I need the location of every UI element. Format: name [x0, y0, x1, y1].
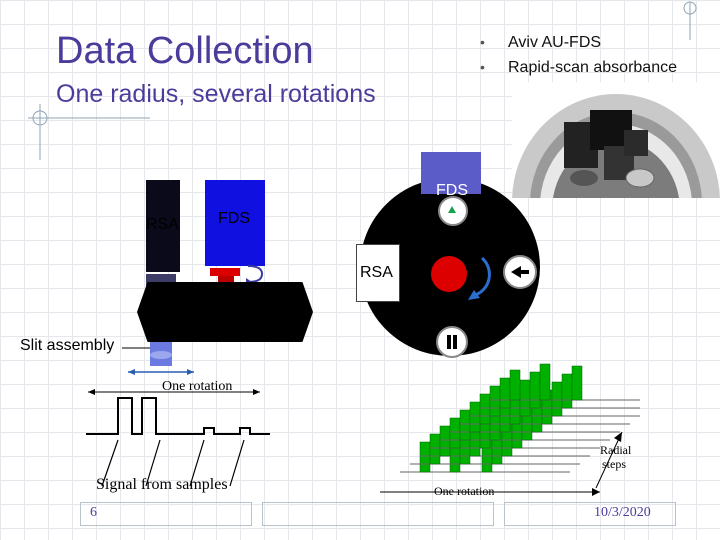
rotation-arrow-icon — [450, 252, 492, 302]
stacked-traces — [360, 360, 640, 500]
stack-y-label-2: steps — [602, 457, 626, 472]
fds-label: FDS — [218, 210, 250, 228]
trace-peak — [460, 410, 470, 440]
slit-assembly-label: Slit assembly — [20, 337, 114, 355]
trace-peak — [490, 386, 500, 416]
trace-peak — [420, 442, 430, 472]
bullet-item: Rapid-scan absorbance — [478, 59, 677, 84]
trace-peak — [520, 380, 530, 416]
stack-x-label: One rotation — [434, 484, 494, 499]
bullet-list: Aviv AU-FDS Rapid-scan absorbance — [478, 34, 677, 84]
trace-peak — [540, 364, 550, 400]
trace-peak — [480, 394, 490, 424]
slide-title: Data Collection — [56, 30, 314, 73]
trace-peak — [470, 402, 480, 432]
trace-peak — [562, 374, 572, 408]
trace-peak — [430, 434, 440, 464]
trace-peak — [440, 426, 450, 456]
sample-stage — [137, 282, 313, 342]
bullet-item: Aviv AU-FDS — [478, 34, 677, 59]
trace-peak — [450, 418, 460, 448]
trace-peak — [510, 370, 520, 400]
trace-peak — [500, 378, 510, 408]
cell-window-icon — [440, 198, 464, 222]
trace-peak — [572, 366, 582, 400]
instrument-photo — [512, 82, 720, 198]
signal-caption: Signal from samples — [96, 476, 228, 494]
trace-peak — [552, 382, 562, 416]
stack-y-label-1: Radial — [600, 443, 631, 458]
slit-pointer — [120, 340, 160, 360]
footer-number-box — [80, 502, 252, 526]
slide-date: 10/3/2020 — [594, 505, 651, 521]
rsa-top-label: RSA — [360, 264, 393, 282]
trace-peak — [530, 372, 540, 408]
cell-slot-icon — [438, 328, 466, 356]
cell-arrow-icon — [505, 257, 535, 287]
rsa-label: RSA — [146, 216, 179, 234]
footer-center-box — [262, 502, 494, 526]
slide-subtitle: One radius, several rotations — [56, 80, 376, 109]
slide-number: 6 — [90, 505, 97, 521]
x-arrow-head — [592, 488, 600, 496]
